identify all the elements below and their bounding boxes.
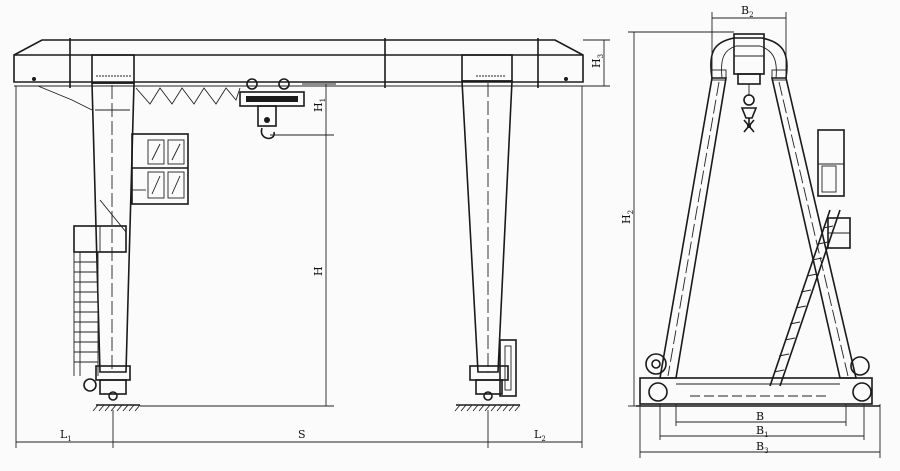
dimension-b2: B2 xyxy=(711,4,787,70)
label-b: B xyxy=(756,410,764,423)
front-view: H H1 L1 S L2 xyxy=(13,38,584,448)
operator-cab xyxy=(131,133,189,205)
label-b3: B3 xyxy=(756,440,769,455)
girder-head xyxy=(710,33,788,81)
ladder xyxy=(73,199,127,376)
left-leg xyxy=(91,54,135,373)
label-b1: B1 xyxy=(756,424,769,439)
dimension-h1: H1 xyxy=(302,83,336,135)
dimension-h2: H2 xyxy=(620,31,734,407)
label-l1: L1 xyxy=(60,428,72,443)
side-base xyxy=(636,353,880,407)
dimension-span: L1 S L2 xyxy=(15,86,583,448)
right-bogie xyxy=(454,339,521,412)
festoon-cable xyxy=(135,87,241,105)
side-view: B2 H3 H2 B xyxy=(583,4,881,458)
side-hook-block xyxy=(737,73,761,133)
dimension-base-widths: B B1 B3 xyxy=(639,404,881,458)
dimension-h3: H3 xyxy=(583,39,610,87)
label-l2: L2 xyxy=(534,428,546,443)
right-leg xyxy=(461,54,513,373)
a-frame-legs xyxy=(659,77,858,379)
left-bogie xyxy=(83,365,141,412)
electric-hoist xyxy=(239,78,305,140)
label-h1: H1 xyxy=(312,98,327,112)
dimension-h: H xyxy=(140,134,334,407)
label-b2: B2 xyxy=(741,4,754,19)
label-h2: H2 xyxy=(620,210,635,224)
label-h3: H3 xyxy=(590,54,605,68)
side-stair xyxy=(769,209,841,387)
cantilever-brace-left xyxy=(37,85,93,111)
label-s: S xyxy=(298,428,306,441)
label-h: H xyxy=(312,266,325,276)
